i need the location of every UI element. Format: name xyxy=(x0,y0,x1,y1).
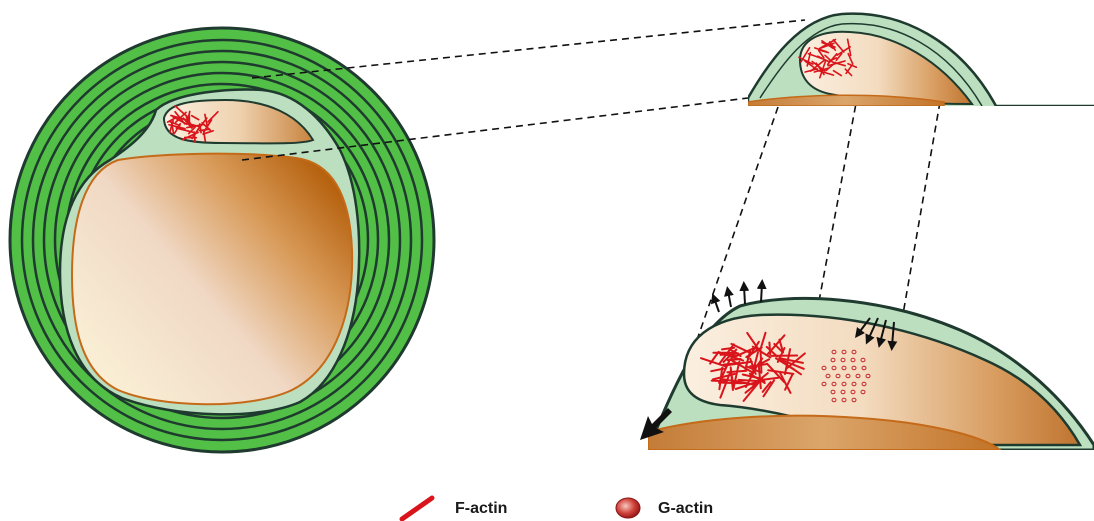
g-actin-legend-label: G-actin xyxy=(658,500,713,517)
f-actin-filament xyxy=(712,381,727,382)
f-actin-filament xyxy=(728,359,741,360)
up-arrow xyxy=(761,284,762,302)
myelin-cross-section xyxy=(10,28,434,452)
f-actin-filament xyxy=(769,343,770,355)
f-actin-legend-label: F-actin xyxy=(455,500,507,517)
g-actin-legend-symbol xyxy=(616,498,640,518)
up-arrow xyxy=(728,291,731,307)
axon xyxy=(72,154,352,405)
f-actin-legend-symbol xyxy=(402,498,432,519)
tongue-zoom-small xyxy=(748,14,1094,130)
legend: F-actin G-actin xyxy=(402,498,713,519)
up-arrow xyxy=(744,286,745,304)
tongue-zoom-large xyxy=(648,298,1094,450)
up-arrow xyxy=(714,298,719,312)
